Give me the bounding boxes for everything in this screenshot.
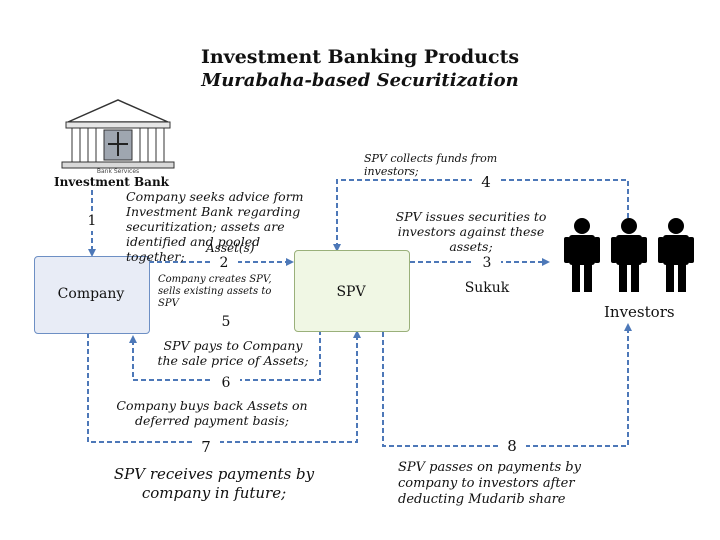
person-icon <box>611 218 647 292</box>
spv-label: SPV <box>336 284 366 300</box>
step-1-text: Company seeks advice form Investment Ban… <box>126 189 304 264</box>
step-5-number: 5 <box>212 312 240 332</box>
step-1-number: 1 <box>78 211 106 231</box>
person-icon <box>658 218 694 292</box>
arrow-step-4 <box>333 179 629 252</box>
step-7-number: 7 <box>192 437 220 457</box>
bank-sign: Bank Services <box>96 168 140 175</box>
arrow-step-8 <box>382 323 632 447</box>
step-5-text: SPV pays to Company the sale price of As… <box>157 338 309 368</box>
page-title: Investment Banking Products <box>200 46 520 68</box>
step-3-number: 3 <box>473 253 501 273</box>
step-4-text: SPV collects funds from investors; <box>364 152 498 178</box>
step-2-subtext: Company creates SPV, sells existing asse… <box>158 274 272 309</box>
sukuk-label: Sukuk <box>464 280 510 296</box>
company-box <box>34 256 150 334</box>
spv-box <box>294 250 410 332</box>
person-icon <box>564 218 600 292</box>
investment-bank-label: Investment Bank <box>54 175 169 189</box>
step-4-number: 4 <box>472 172 500 192</box>
investors-label: Investors <box>604 303 675 321</box>
step-3-text: SPV issues securities to investors again… <box>395 209 547 254</box>
step-7-text: SPV receives payments by company in futu… <box>113 465 315 502</box>
step-6-text: Company buys back Assets on deferred pay… <box>116 398 308 428</box>
bank-building-icon <box>61 99 175 169</box>
company-label: Company <box>57 286 125 302</box>
step-8-text: SPV passes on payments by company to inv… <box>398 460 581 507</box>
step-2-text: Asset(s) <box>206 241 255 255</box>
page-subtitle: Murabaha-based Securitization <box>201 70 519 91</box>
arrow-step-5 <box>129 322 321 381</box>
arrow-step-7 <box>87 330 361 443</box>
step-6-number: 6 <box>212 373 240 393</box>
step-2-number: 2 <box>210 253 238 273</box>
step-8-number: 8 <box>498 436 526 456</box>
